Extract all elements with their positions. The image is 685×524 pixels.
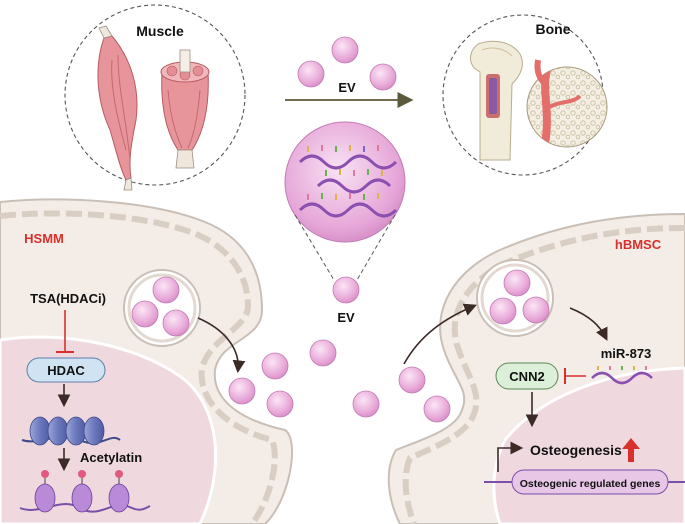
hsmm-label: HSMM xyxy=(24,231,64,246)
muscle-icon xyxy=(97,25,210,191)
released-vesicles-right xyxy=(352,366,451,423)
rna-strand-icon xyxy=(591,366,653,385)
vesicle-icon xyxy=(489,269,550,325)
bone-label: Bone xyxy=(536,21,571,37)
hsmm-cell: HSMM TSA(HDACi) HDAC Acetylatin xyxy=(0,198,337,524)
vesicle-icon xyxy=(131,276,190,337)
hbmsc-cell: hBMSC miR-873 CNN2 xyxy=(352,212,685,524)
tsa-label: TSA(HDACi) xyxy=(30,291,106,306)
bone-panel: Bone xyxy=(442,14,608,176)
osteogenic-genes-label: Osteogenic regulated genes xyxy=(520,478,661,490)
released-vesicles-left xyxy=(228,339,337,418)
hdac-node xyxy=(26,357,106,383)
up-arrow-icon xyxy=(622,438,640,462)
nucleosome-icon xyxy=(21,416,121,446)
osteogenesis-label: Osteogenesis xyxy=(530,442,622,458)
top-ev-group: EV xyxy=(285,36,414,109)
cnn2-label: CNN2 xyxy=(509,369,544,384)
hbmsc-label: hBMSC xyxy=(615,237,662,252)
rna-strand-icon xyxy=(298,145,398,218)
acetylated-nucleosome-icon xyxy=(19,470,151,513)
vesicle-icon xyxy=(297,36,397,91)
muscle-label: Muscle xyxy=(136,23,184,39)
ev-mid-label: EV xyxy=(337,310,355,325)
mid-ev: EV xyxy=(332,276,360,325)
cnn2-node xyxy=(495,362,559,390)
mir-label: miR-873 xyxy=(601,346,652,361)
big-vesicle xyxy=(284,121,406,281)
muscle-panel: Muscle xyxy=(64,4,246,191)
ev-top-label: EV xyxy=(338,80,356,95)
bone-icon xyxy=(470,40,608,161)
osteogenic-genes-node xyxy=(511,469,669,495)
hdac-label: HDAC xyxy=(47,363,85,378)
acetylation-label: Acetylatin xyxy=(80,450,142,465)
